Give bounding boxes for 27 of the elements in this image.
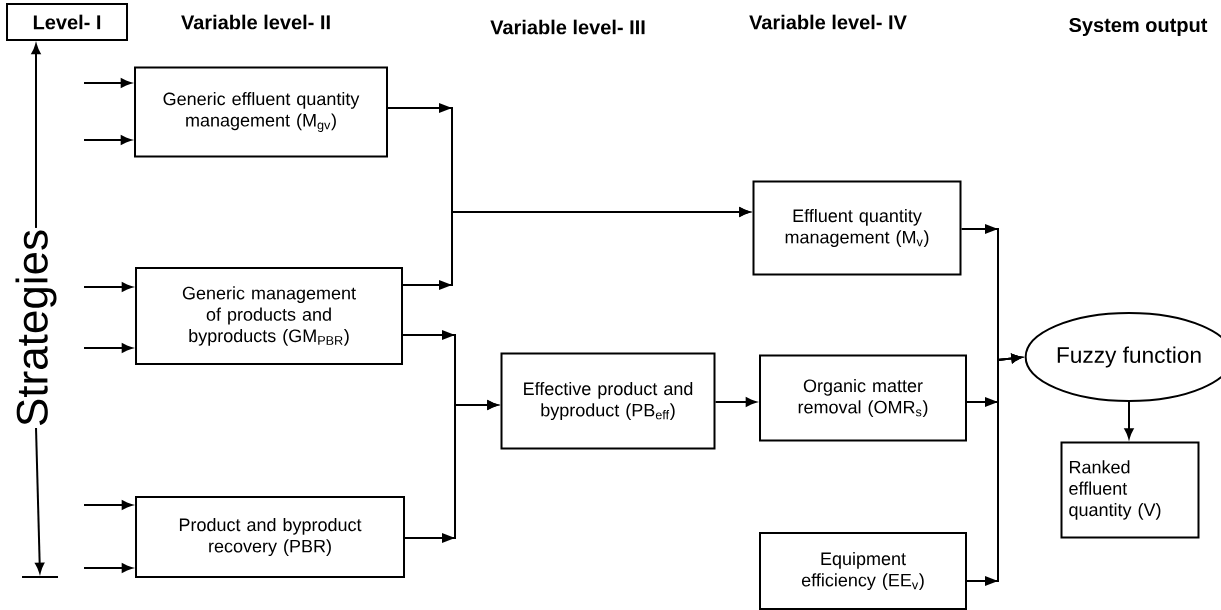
process-box: Effluent quantity management (M$_{v}$) xyxy=(752,180,962,276)
arrow xyxy=(714,397,757,407)
arrow xyxy=(83,500,133,510)
arrow xyxy=(404,400,498,543)
level-box: Level- I xyxy=(6,3,128,41)
process-box: Generic management of products and byproducts (GM$_{PBR}$) xyxy=(135,267,403,365)
process-box: Equipment efficiency (EE$_{v}$) xyxy=(759,532,967,610)
arrow xyxy=(83,78,132,88)
arrow xyxy=(402,207,750,290)
column-heading: System output xyxy=(1069,17,1208,37)
column-heading: Variable level- III xyxy=(490,19,645,35)
process-box: Effective product and byproduct (PB$_{eff}$) xyxy=(500,352,716,450)
process-box: Generic effluent quantity management (M$_{gv}$) xyxy=(134,66,388,158)
arrow xyxy=(31,43,41,229)
column-heading: Variable level- II xyxy=(181,14,330,30)
arrow xyxy=(966,353,1022,586)
arrow xyxy=(83,282,133,292)
process-box: Product and byproduct recovery (PBR) xyxy=(135,496,405,578)
process-box: Organic matter removal (OMR$_{s}$) xyxy=(759,354,967,442)
arrow xyxy=(1124,401,1134,439)
arrow xyxy=(83,563,133,573)
output-box: Ranked effluent quantity (V) xyxy=(1060,441,1200,539)
strategies-label: Strategies xyxy=(15,230,57,426)
arrow xyxy=(83,135,132,145)
arrow xyxy=(35,427,45,574)
arrow xyxy=(83,343,133,353)
column-heading: Variable level- IV xyxy=(749,14,907,30)
